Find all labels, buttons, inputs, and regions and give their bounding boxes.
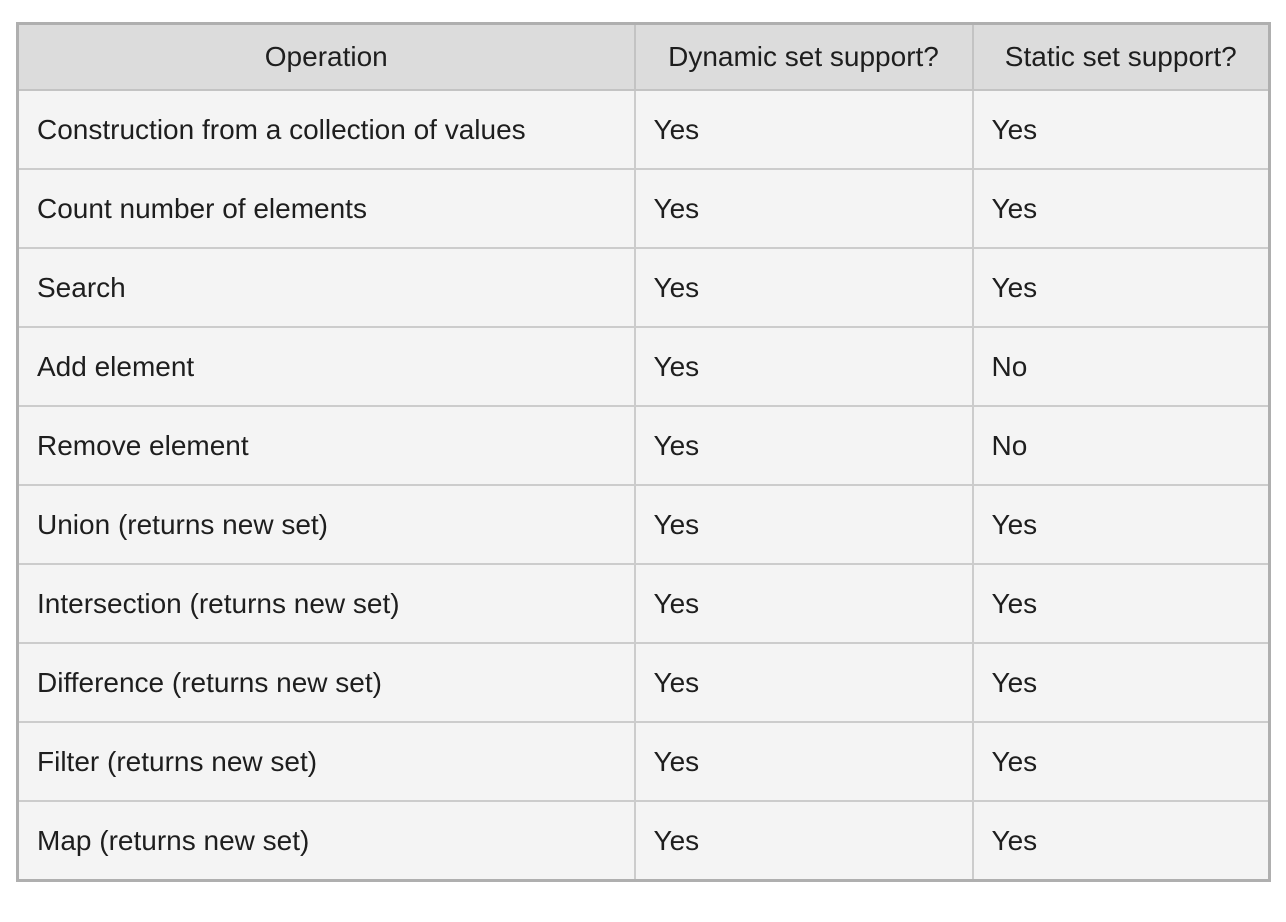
cell-dynamic-support: Yes — [633, 800, 974, 882]
cell-dynamic-support: Yes — [633, 168, 974, 249]
cell-static-support: Yes — [971, 484, 1271, 565]
cell-static-support: Yes — [971, 642, 1271, 723]
cell-static-support: Yes — [971, 800, 1271, 882]
cell-dynamic-support: Yes — [633, 326, 974, 407]
cell-operation: Map (returns new set) — [16, 800, 636, 882]
cell-dynamic-support: Yes — [633, 563, 974, 644]
cell-operation: Remove element — [16, 405, 636, 486]
cell-operation: Intersection (returns new set) — [16, 563, 636, 644]
set-operations-support-table: Operation Dynamic set support? Static se… — [16, 22, 1271, 882]
table-body: Construction from a collection of values… — [16, 89, 1271, 882]
cell-operation: Count number of elements — [16, 168, 636, 249]
cell-static-support: Yes — [971, 721, 1271, 802]
cell-dynamic-support: Yes — [633, 642, 974, 723]
cell-dynamic-support: Yes — [633, 89, 974, 170]
cell-static-support: No — [971, 405, 1271, 486]
header-static-set-support: Static set support? — [971, 22, 1271, 91]
cell-dynamic-support: Yes — [633, 484, 974, 565]
cell-operation: Difference (returns new set) — [16, 642, 636, 723]
header-row: Operation Dynamic set support? Static se… — [16, 22, 1271, 91]
cell-static-support: No — [971, 326, 1271, 407]
cell-operation: Search — [16, 247, 636, 328]
cell-static-support: Yes — [971, 168, 1271, 249]
cell-static-support: Yes — [971, 247, 1271, 328]
cell-static-support: Yes — [971, 89, 1271, 170]
cell-operation: Add element — [16, 326, 636, 407]
cell-operation: Filter (returns new set) — [16, 721, 636, 802]
cell-operation: Construction from a collection of values — [16, 89, 636, 170]
table-row: Construction from a collection of values… — [16, 89, 1271, 170]
cell-dynamic-support: Yes — [633, 247, 974, 328]
cell-dynamic-support: Yes — [633, 721, 974, 802]
header-operation: Operation — [16, 22, 636, 91]
header-dynamic-set-support: Dynamic set support? — [633, 22, 974, 91]
cell-operation: Union (returns new set) — [16, 484, 636, 565]
cell-static-support: Yes — [971, 563, 1271, 644]
cell-dynamic-support: Yes — [633, 405, 974, 486]
table-header: Operation Dynamic set support? Static se… — [16, 22, 1271, 91]
